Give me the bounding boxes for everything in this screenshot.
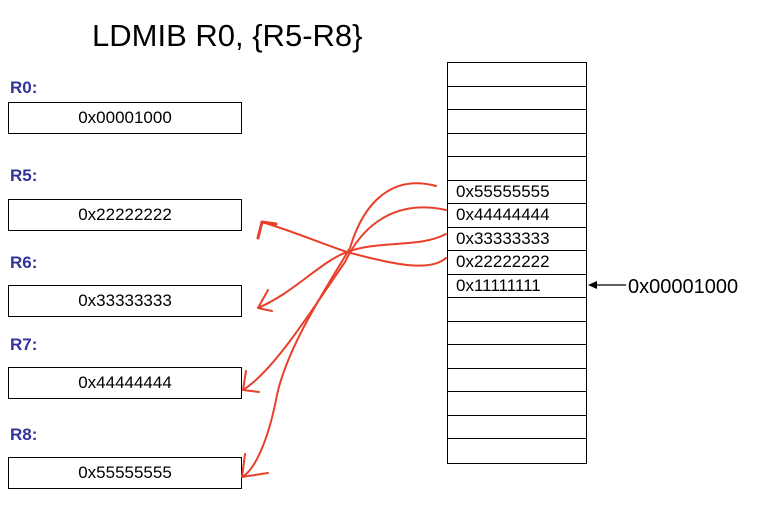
register-box-r0: 0x00001000 [8, 102, 242, 134]
memory-cell [448, 392, 586, 416]
register-box-r5: 0x22222222 [8, 199, 242, 231]
base-address-label: 0x00001000 [628, 276, 739, 298]
memory-cell [448, 63, 586, 87]
memory-cell [448, 134, 586, 157]
register-box-r6: 0x33333333 [8, 285, 242, 317]
memory-cell-33333333: 0x33333333 [448, 228, 586, 251]
arrow-55555555-to-r8 [241, 182, 437, 478]
memory-cell [448, 298, 586, 322]
memory-cell [448, 345, 586, 369]
memory-cell [448, 157, 586, 181]
arrow-33333333-to-r6 [257, 233, 447, 309]
memory-cell-55555555: 0x55555555 [448, 181, 586, 204]
arrowhead-r6 [257, 289, 273, 312]
memory-cell [448, 416, 586, 439]
memory-cell-11111111: 0x11111111 [448, 275, 586, 298]
register-box-r8: 0x55555555 [8, 457, 242, 489]
memory-cell [448, 87, 586, 110]
register-label-r8: R8: [10, 425, 38, 444]
instruction-title: LDMIB R0, {R5-R8} [92, 18, 363, 53]
memory-cell-44444444: 0x44444444 [448, 204, 586, 228]
memory-cell [448, 322, 586, 345]
arrowhead-r7 [242, 370, 260, 393]
base-pointer-arrowhead [588, 281, 597, 289]
arrow-44444444-to-r7 [242, 206, 447, 391]
register-box-r7: 0x44444444 [8, 367, 242, 399]
arrowhead-r5 [256, 220, 278, 240]
memory-cell [448, 110, 586, 134]
register-label-r6: R6: [10, 253, 38, 272]
register-label-r0: R0: [10, 78, 38, 97]
memory-cell-22222222: 0x22222222 [448, 251, 586, 275]
arrow-22222222-to-r5 [261, 221, 447, 267]
arrowhead-r8 [241, 453, 269, 478]
register-label-r5: R5: [10, 166, 38, 185]
memory-cell [448, 369, 586, 392]
register-label-r7: R7: [10, 335, 38, 354]
memory-table: 0x55555555 0x44444444 0x33333333 0x22222… [447, 62, 587, 464]
